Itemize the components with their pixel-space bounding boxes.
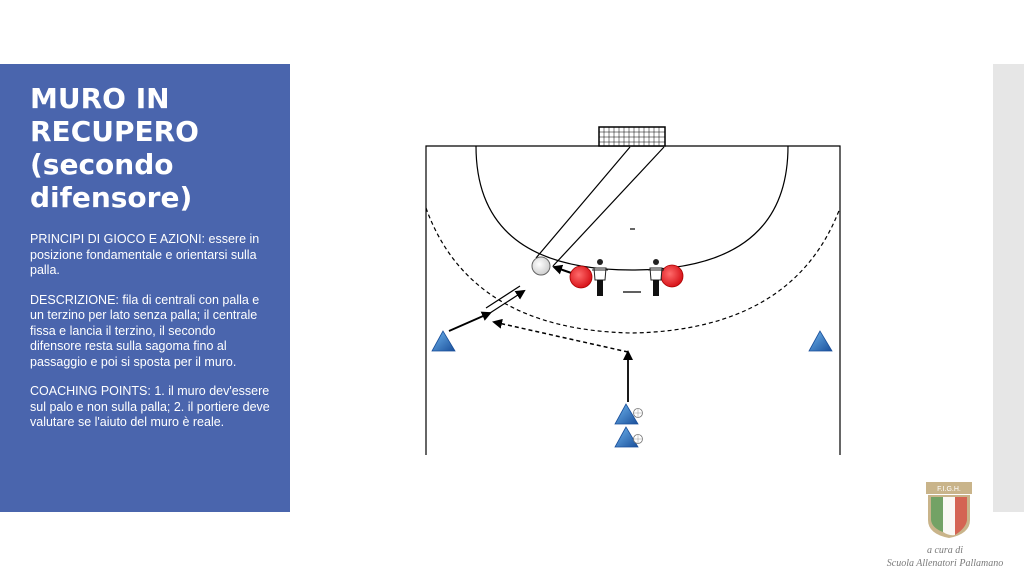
dashed-pass-arrow: [492, 318, 629, 353]
figh-logo: F.I.G.H.: [926, 482, 972, 538]
shot-lane: [535, 146, 665, 267]
ball-icon: [531, 256, 551, 276]
principi-text: PRINCIPI DI GIOCO E AZIONI: essere in po…: [30, 232, 260, 277]
defender-icon: [660, 264, 684, 288]
credit-line: a cura di: [926, 545, 964, 556]
defender-icon: [569, 265, 593, 289]
cone-icon: [614, 426, 639, 448]
goal-area-line: [475, 145, 789, 271]
slide-title: MURO IN RECUPERO (secondo difensore): [30, 82, 270, 214]
court-outline: [425, 145, 841, 455]
title-line: RECUPERO: [30, 115, 199, 148]
coaching-points-text: COACHING POINTS: 1. il muro dev'essere s…: [30, 384, 270, 429]
right-sidebar-strip: [993, 64, 1024, 512]
logo-text: F.I.G.H.: [937, 486, 961, 493]
court: [425, 145, 841, 455]
cone-icon: [431, 330, 456, 352]
small-ball-icon: [633, 408, 643, 418]
credits: a cura di Scuola Allenatori Pallamano: [870, 544, 1020, 570]
cone-icon: [614, 403, 639, 425]
credit-line: Scuola Allenatori Pallamano: [886, 558, 1004, 569]
cone-icon: [808, 330, 833, 352]
pass-arrow: [485, 285, 526, 314]
description-panel: MURO IN RECUPERO (secondo difensore) PRI…: [0, 64, 290, 512]
title-line: MURO IN: [30, 82, 170, 115]
title-line: (secondo: [30, 148, 174, 181]
dummy-figure-icon: [592, 259, 608, 296]
goal-net-icon: [598, 126, 666, 147]
run-arrow: [448, 311, 492, 332]
title-line: difensore): [30, 181, 193, 214]
descrizione-text: DESCRIZIONE: fila di centrali con palla …: [30, 292, 260, 369]
small-ball-icon: [633, 434, 643, 444]
dummy-figure-icon: [648, 259, 664, 296]
